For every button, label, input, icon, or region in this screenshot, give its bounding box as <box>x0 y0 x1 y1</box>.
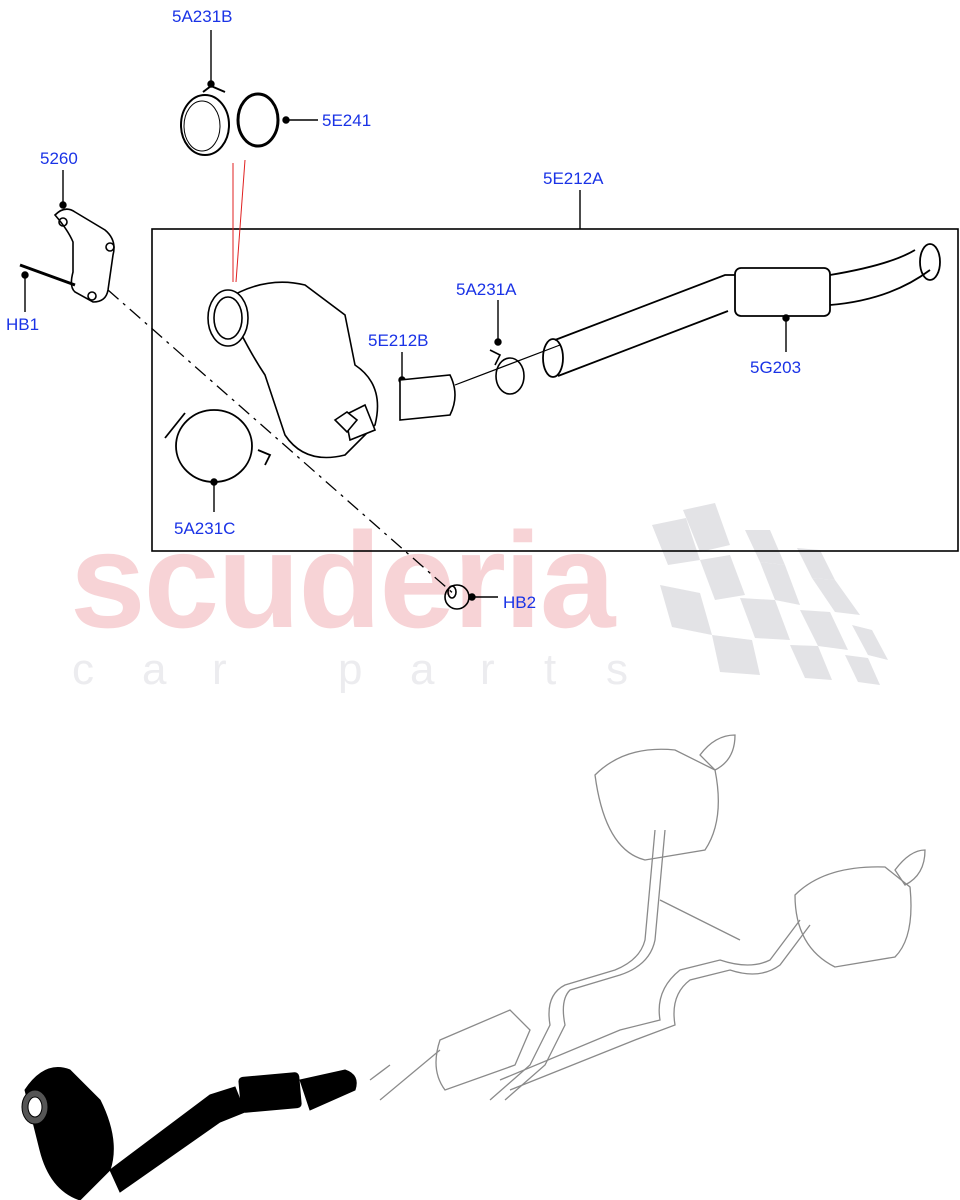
clamp-5A231B-drawing <box>180 84 230 156</box>
clamp-5A231C-drawing <box>164 409 272 483</box>
callout-HB1[interactable]: HB1 <box>6 315 40 334</box>
callout-5A231A[interactable]: 5A231A <box>456 280 517 299</box>
converter-5E212B-drawing <box>207 281 456 459</box>
callout-5A231B[interactable]: 5A231B <box>172 7 233 26</box>
watermark-sub-letter: r <box>480 645 495 694</box>
pipe-5E212A-drawing <box>542 243 941 378</box>
watermark-logo-text: scuderia <box>70 504 615 656</box>
watermark-sub-letter: c <box>72 645 94 694</box>
clamp-5A231A-drawing <box>489 349 525 395</box>
callout-HB2[interactable]: HB2 <box>503 593 537 612</box>
watermark-sub-letter: s <box>606 645 628 694</box>
assembly-box-5E212A <box>151 228 959 552</box>
gasket-5E241-drawing <box>236 92 280 148</box>
callout-5A231C[interactable]: 5A231C <box>174 519 236 538</box>
watermark-sub-letter: a <box>142 645 167 694</box>
watermark-sub-letter: r <box>212 645 227 694</box>
callout-5G203[interactable]: 5G203 <box>750 358 802 377</box>
exhaust-front-highlight <box>21 1067 357 1200</box>
watermark-sub-letter: t <box>544 645 557 694</box>
callout-5E212A[interactable]: 5E212A <box>543 169 604 188</box>
callout-5E212B[interactable]: 5E212B <box>368 331 429 350</box>
nut-HB2-drawing <box>444 584 470 610</box>
watermark-sub-letter: p <box>338 645 363 694</box>
exhaust-system-overview <box>369 734 926 1101</box>
bracket-5260-drawing <box>19 208 115 303</box>
callout-5E241[interactable]: 5E241 <box>322 111 372 130</box>
checkered-flag-icon <box>652 503 888 685</box>
watermark-sub-letter: a <box>410 645 435 694</box>
callout-5260[interactable]: 5260 <box>40 149 78 168</box>
